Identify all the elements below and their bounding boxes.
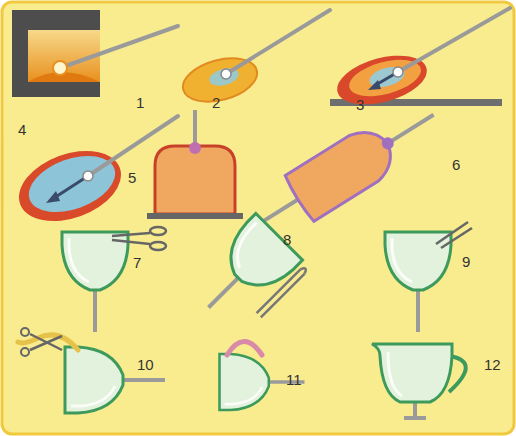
callout-number: 1 [136, 95, 144, 110]
callout-number: 4 [18, 122, 26, 137]
callout-number: 10 [137, 357, 154, 372]
callout-number: 6 [452, 157, 460, 172]
handle-shaped [220, 342, 305, 411]
attaching-handle [18, 328, 165, 413]
callout-number: 7 [133, 255, 141, 270]
callout-number: 11 [286, 372, 302, 387]
finished-jug [372, 344, 466, 420]
glass-gather [178, 10, 330, 109]
callout-number: 12 [484, 357, 501, 372]
callout-number: 8 [283, 232, 291, 247]
callout-number: 5 [128, 170, 136, 185]
furnace [12, 10, 178, 97]
callout-number: 9 [462, 254, 470, 269]
marvering [330, 8, 510, 113]
tweezers-work [385, 222, 472, 332]
callout-number: 2 [212, 95, 220, 110]
callout-number: 3 [356, 97, 364, 112]
shaping-jacks [185, 213, 310, 338]
cutting-rim [62, 227, 166, 332]
mould [147, 110, 243, 219]
